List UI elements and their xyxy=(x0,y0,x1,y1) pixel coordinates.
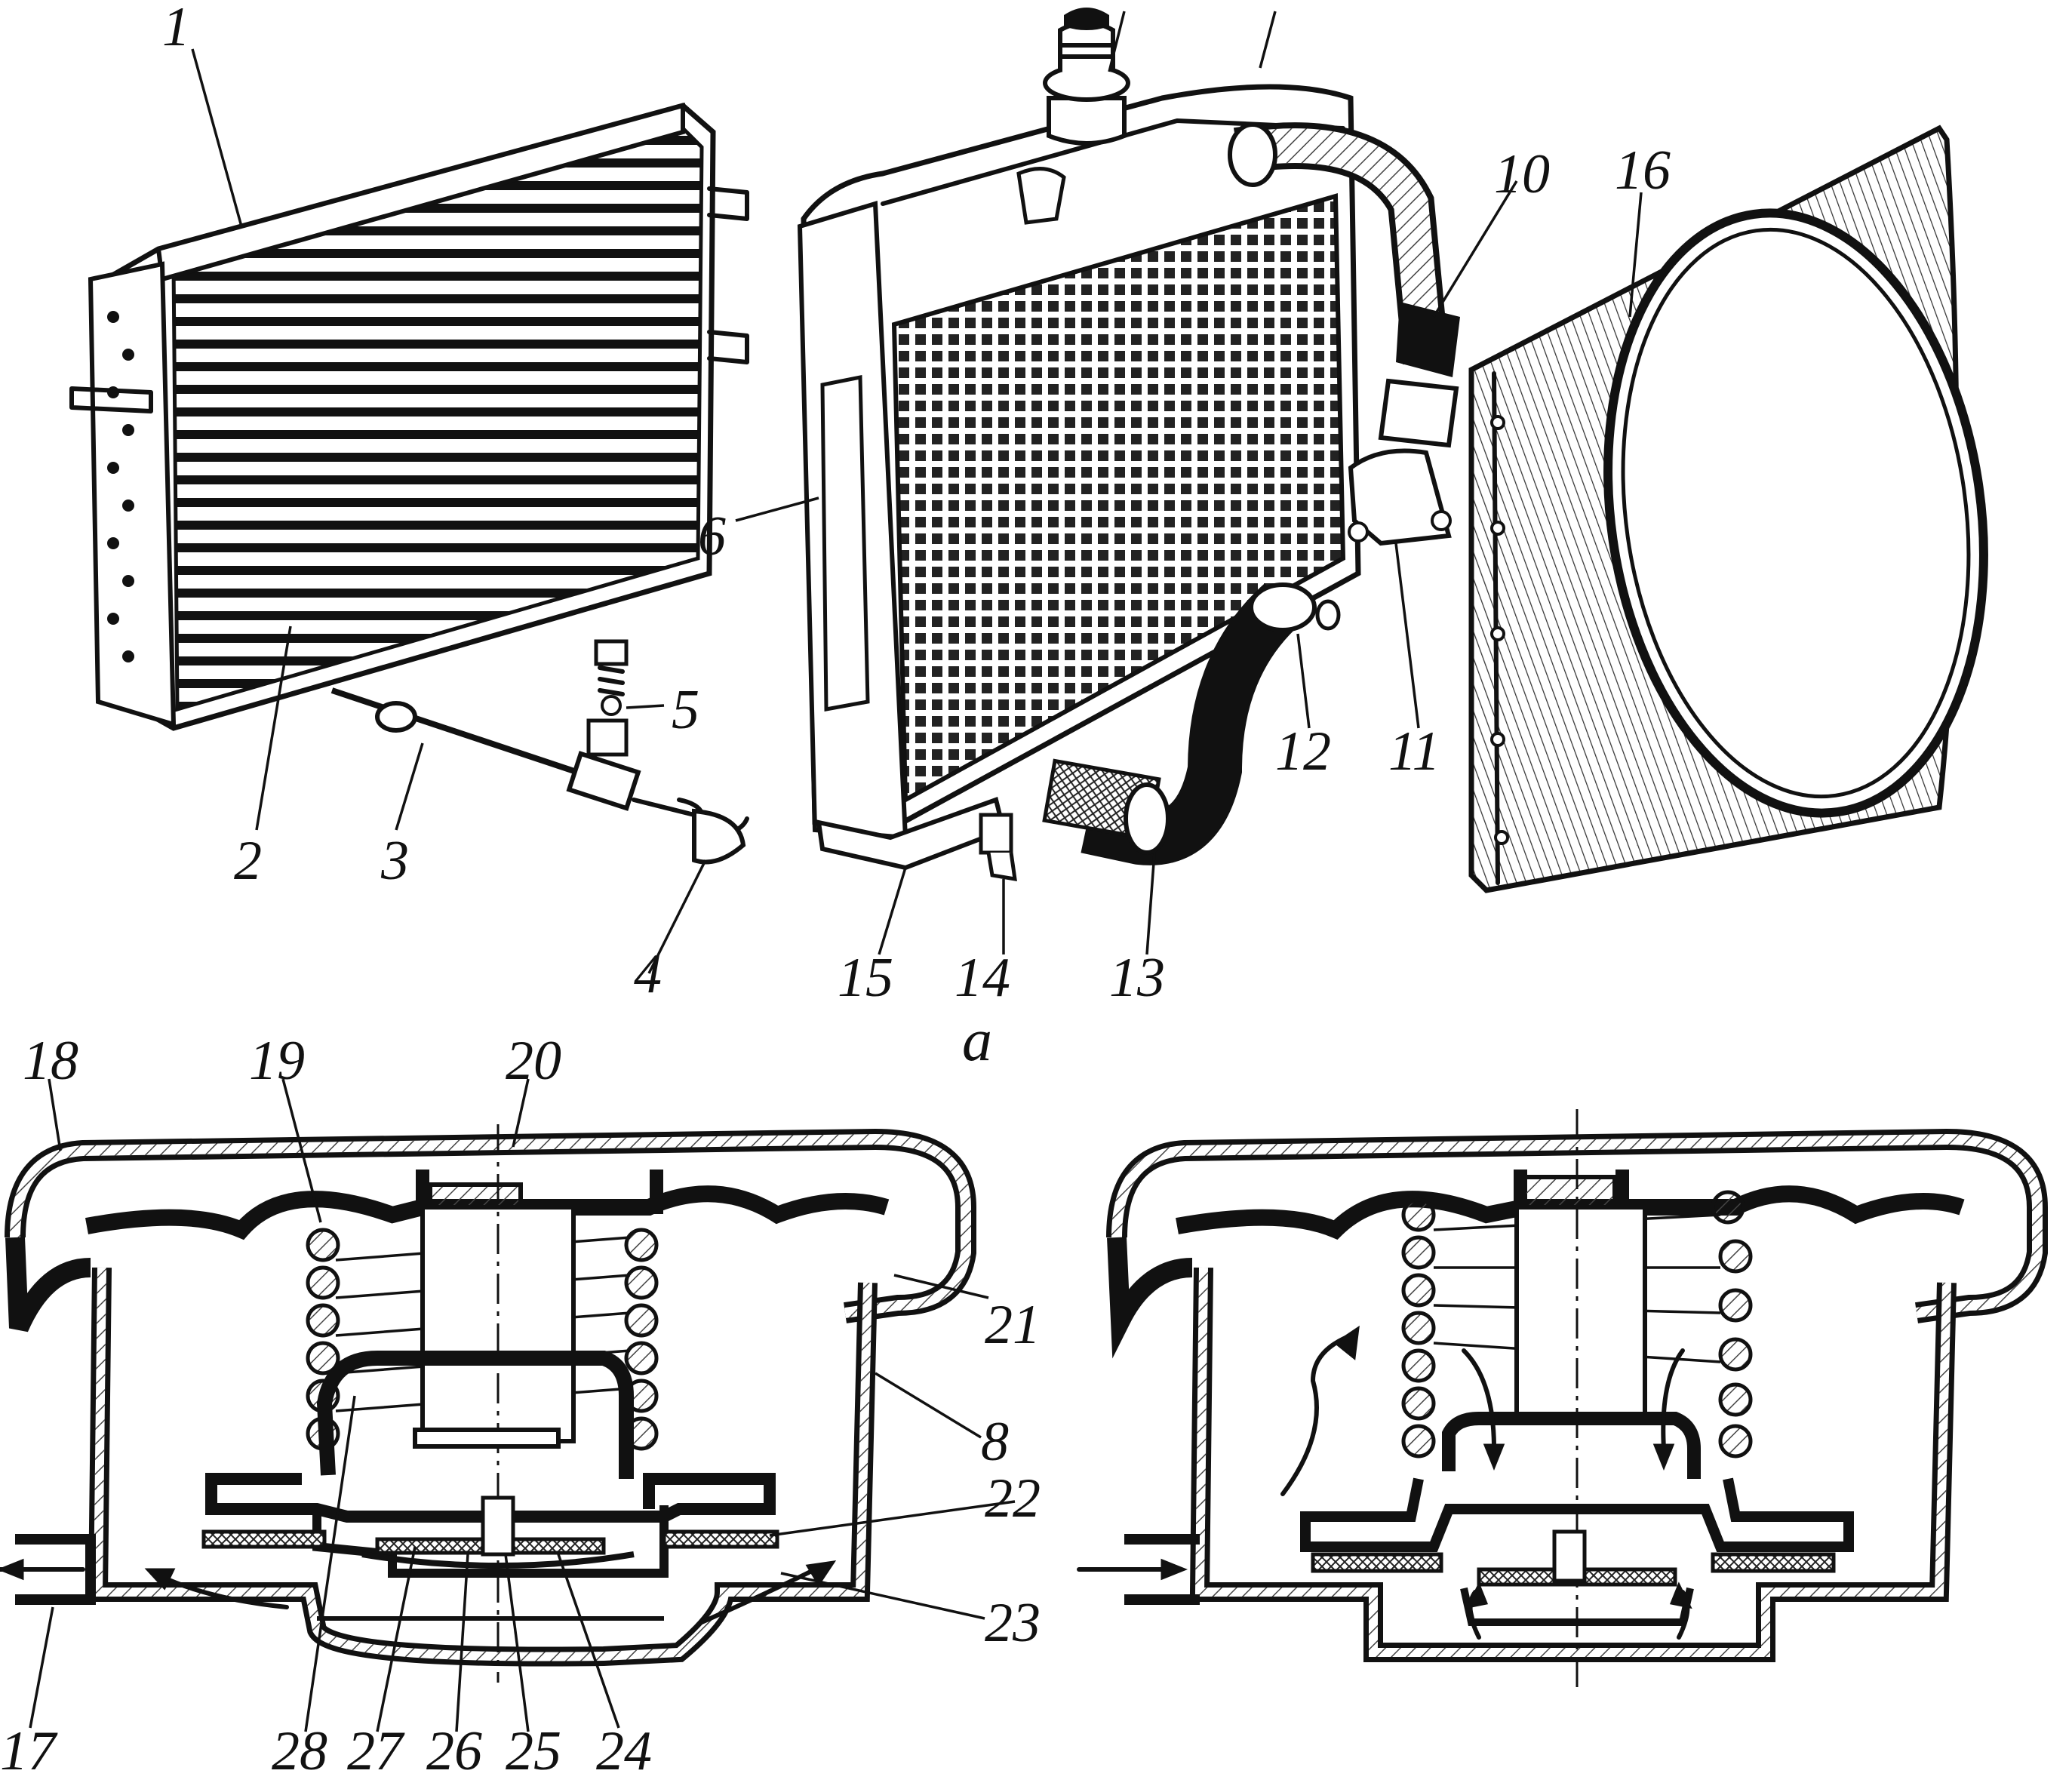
figure-caption: a xyxy=(962,1007,992,1074)
part-label-10: 10 xyxy=(1494,143,1550,205)
main-radiator xyxy=(797,8,1460,882)
part-label-16: 16 xyxy=(1615,140,1671,201)
condenser-core xyxy=(69,103,749,731)
part-label-26: 26 xyxy=(426,1720,482,1782)
part-label-24: 24 xyxy=(596,1720,652,1782)
part-label-2: 2 xyxy=(234,830,262,892)
cap-section-right xyxy=(1077,1109,2048,1690)
part-label-17: 17 xyxy=(0,1720,58,1782)
part-label-22: 22 xyxy=(985,1468,1041,1529)
part-label-4: 4 xyxy=(634,943,662,1005)
part-label-12: 12 xyxy=(1275,721,1331,782)
leader-lines-a xyxy=(191,11,1643,974)
part-label-21: 21 xyxy=(985,1294,1041,1356)
part-label-1: 1 xyxy=(162,0,190,58)
part-label-27: 27 xyxy=(347,1720,405,1782)
part-label-3: 3 xyxy=(380,830,409,892)
leader-lines-b xyxy=(29,1078,1016,1732)
part-label-23: 23 xyxy=(985,1592,1041,1654)
cap-section-left xyxy=(0,1124,976,1683)
part-label-18: 18 xyxy=(23,1030,78,1092)
part-label-11: 11 xyxy=(1388,721,1440,782)
part-label-20: 20 xyxy=(506,1030,561,1092)
part-label-14: 14 xyxy=(955,947,1010,1009)
part-label-25: 25 xyxy=(506,1720,561,1782)
drain-tap-assembly xyxy=(330,639,749,865)
part-label-8: 8 xyxy=(981,1411,1009,1473)
part-label-13: 13 xyxy=(1109,947,1165,1009)
part-label-15: 15 xyxy=(838,947,893,1009)
part-label-6: 6 xyxy=(698,506,726,567)
part-label-28: 28 xyxy=(272,1720,327,1782)
part-label-5: 5 xyxy=(672,679,699,741)
fan-shroud xyxy=(1468,124,1988,893)
part-label-19: 19 xyxy=(249,1030,305,1092)
